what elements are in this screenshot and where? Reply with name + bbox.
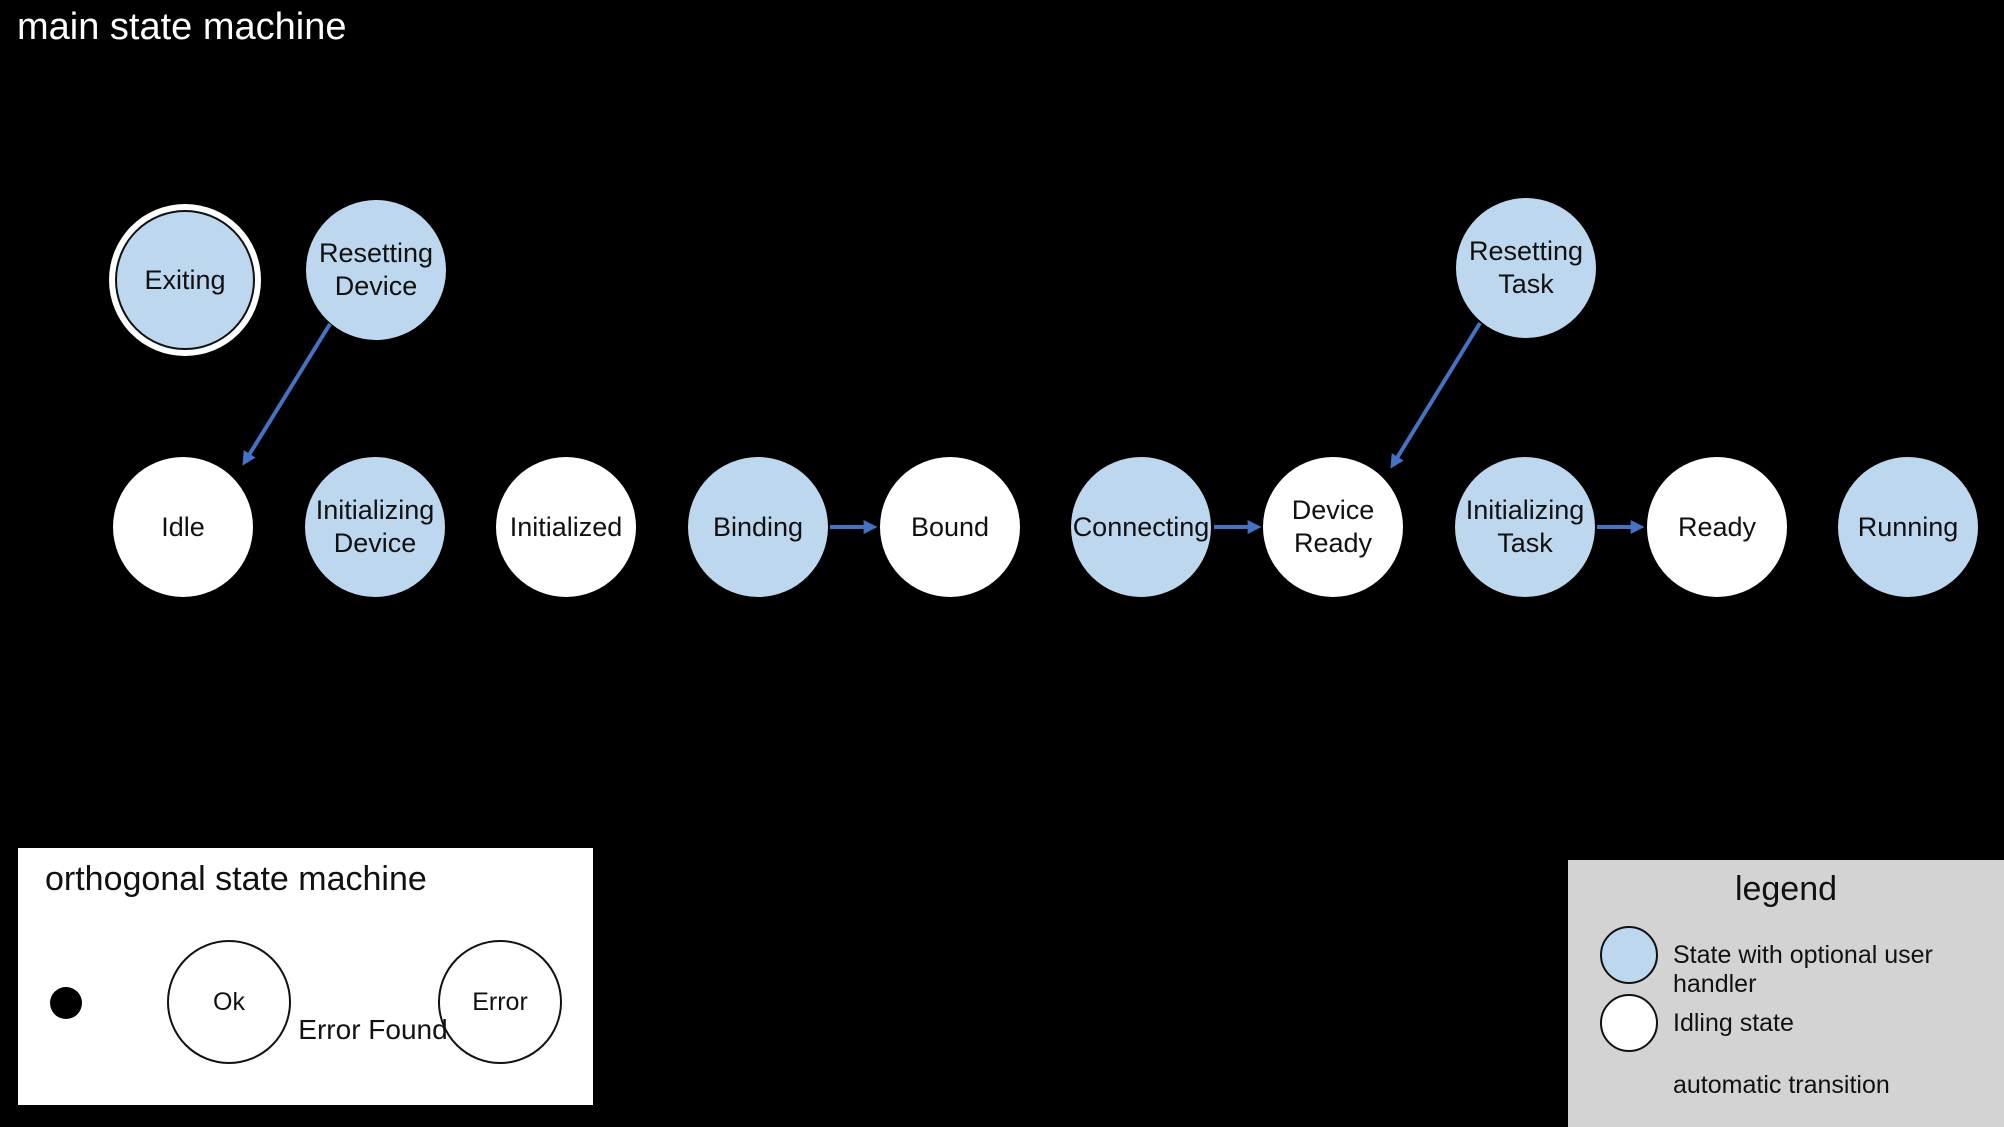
- state-label: Exiting: [144, 264, 226, 295]
- legend-title: legend: [1734, 870, 1838, 908]
- state-label: Ok: [213, 987, 245, 1016]
- state-bound: Bound: [880, 457, 1020, 597]
- state-error: Error: [438, 940, 562, 1064]
- main-machine-title: main state machine: [17, 6, 347, 48]
- state-resetting-device: Resetting Device: [306, 200, 446, 340]
- state-initializing-task: Initializing Task: [1455, 457, 1595, 597]
- legend-item-label: State with optional user handler: [1673, 941, 1933, 998]
- state-label: Binding: [712, 511, 804, 542]
- state-label: Resetting Device: [318, 238, 434, 301]
- state-label: Initializing Device: [315, 495, 435, 558]
- orthogonal-machine-title: orthogonal state machine: [45, 860, 427, 898]
- state-ok: Ok: [167, 940, 291, 1064]
- legend-idling-state-icon: [1600, 994, 1658, 1052]
- state-label: Initializing Task: [1465, 495, 1585, 558]
- state-exiting: Exiting: [115, 210, 255, 350]
- state-connecting: Connecting: [1071, 457, 1211, 597]
- state-label: Idle: [161, 511, 205, 542]
- state-device-ready: Device Ready: [1263, 457, 1403, 597]
- initial-state-dot: [50, 987, 82, 1019]
- legend-item-label: Idling state: [1673, 1009, 1794, 1037]
- transition-label-error-found: Error Found: [298, 1014, 448, 1045]
- legend-panel: [1568, 860, 2004, 1127]
- state-label: Error: [472, 987, 528, 1016]
- state-idle: Idle: [113, 457, 253, 597]
- state-resetting-task: Resetting Task: [1456, 198, 1596, 338]
- state-label: Ready: [1677, 511, 1757, 542]
- orthogonal-machine-panel: orthogonal state machine: [18, 848, 593, 1105]
- transition-arrow-resetting-task-to-device-ready: [1390, 321, 1482, 469]
- state-label: Initialized: [509, 511, 623, 542]
- state-running: Running: [1838, 457, 1978, 597]
- state-label: Resetting Task: [1468, 236, 1584, 299]
- state-label: Connecting: [1072, 511, 1210, 542]
- transition-arrow-resetting-device-to-idle: [242, 322, 332, 466]
- state-initialized: Initialized: [496, 457, 636, 597]
- state-label: Device Ready: [1291, 495, 1375, 558]
- legend-handler-state-icon: [1600, 926, 1658, 984]
- state-ready: Ready: [1647, 457, 1787, 597]
- state-label: Running: [1857, 511, 1959, 542]
- state-initializing-device: Initializing Device: [305, 457, 445, 597]
- state-label: Bound: [910, 511, 990, 542]
- state-binding: Binding: [688, 457, 828, 597]
- legend-item-label: automatic transition: [1673, 1071, 1890, 1099]
